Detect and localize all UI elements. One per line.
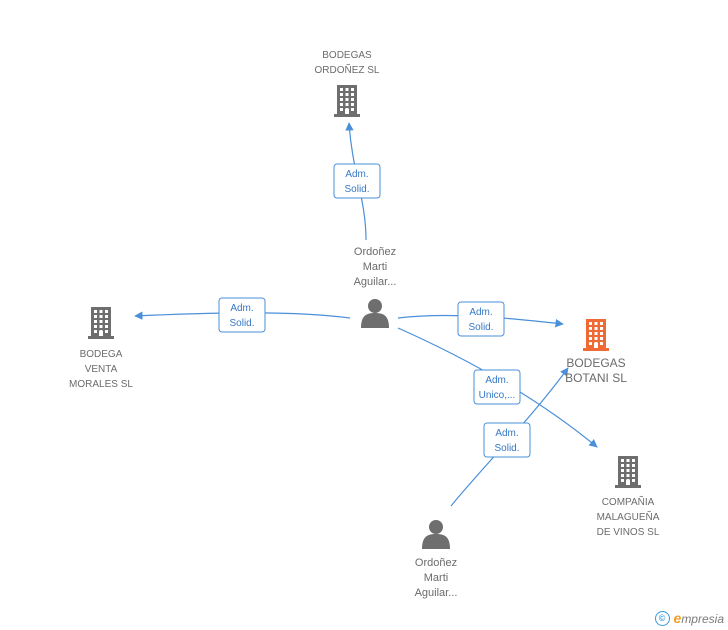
node-person_2[interactable]: OrdoñezMartiAguilar... <box>415 520 458 599</box>
footer-brand[interactable]: © empresia <box>654 610 724 626</box>
edge-label-person_1-to-bodegas_ordonez[interactable]: Adm. Solid. <box>333 163 381 199</box>
node-label: COMPAÑIA <box>602 495 655 508</box>
copyright-icon: © <box>654 610 670 626</box>
node-label: Aguilar... <box>354 276 397 288</box>
node-label: MORALES SL <box>69 379 133 390</box>
node-bodegas_ordonez[interactable]: BODEGAS ORDOÑEZ SL <box>314 50 380 117</box>
edge-label-text: Adm. <box>469 307 492 318</box>
building-icon <box>583 319 609 351</box>
node-bodega_venta_morales[interactable]: BODEGA VENTA MORALES SL <box>69 307 133 390</box>
brand-name: empresia <box>674 610 724 626</box>
node-label: DE VINOS SL <box>597 527 660 538</box>
edge-label-box <box>218 297 266 333</box>
edge-label-text: Adm. <box>485 375 508 386</box>
node-label: Ordoñez <box>415 557 457 569</box>
edge-label-text: Solid. <box>494 443 519 454</box>
edge-label-text: Solid. <box>229 318 254 329</box>
brand-rest: mpresia <box>681 612 724 626</box>
node-label: Aguilar... <box>415 587 458 599</box>
node-label: VENTA <box>85 364 118 375</box>
node-person_1[interactable]: OrdoñezMartiAguilar... <box>354 246 397 328</box>
building-icon <box>615 456 641 488</box>
node-label: ORDOÑEZ SL <box>314 63 379 76</box>
node-label: BODEGAS <box>566 356 625 370</box>
node-label: Marti <box>363 261 387 273</box>
building-icon <box>334 85 360 117</box>
edge-label-person_1-to-compania_malaguena[interactable]: Adm. Unico,... <box>473 369 521 405</box>
edge-label-person_2-to-bodegas_botani[interactable]: Adm. Solid. <box>483 422 531 458</box>
edge-label-box <box>457 301 505 337</box>
node-label: BODEGAS <box>322 50 372 61</box>
edge-label-text: Solid. <box>344 184 369 195</box>
node-label: MALAGUEÑA <box>597 510 660 523</box>
edge-label-box <box>333 163 381 199</box>
edge-label-box <box>483 422 531 458</box>
edge-label-box <box>473 369 521 405</box>
person-icon <box>422 520 450 549</box>
node-compania_malaguena[interactable]: COMPAÑIA MALAGUEÑA DE VINOS SL <box>597 456 660 538</box>
node-label: Ordoñez <box>354 246 396 258</box>
person-icon <box>361 299 389 328</box>
node-label: Marti <box>424 572 448 584</box>
edge-label-person_1-to-bodega_venta_morales[interactable]: Adm. Solid. <box>218 297 266 333</box>
building-icon <box>88 307 114 339</box>
node-label: BODEGA <box>80 349 123 360</box>
edge-label-text: Unico,... <box>479 390 516 401</box>
edge-label-text: Solid. <box>468 322 493 333</box>
edge-label-text: Adm. <box>345 169 368 180</box>
node-label: BOTANI SL <box>565 371 627 385</box>
brand-initial: e <box>673 610 682 626</box>
edge-label-text: Adm. <box>230 303 253 314</box>
edge-label-person_1-to-bodegas_botani[interactable]: Adm. Solid. <box>457 301 505 337</box>
edge-label-text: Adm. <box>495 428 518 439</box>
